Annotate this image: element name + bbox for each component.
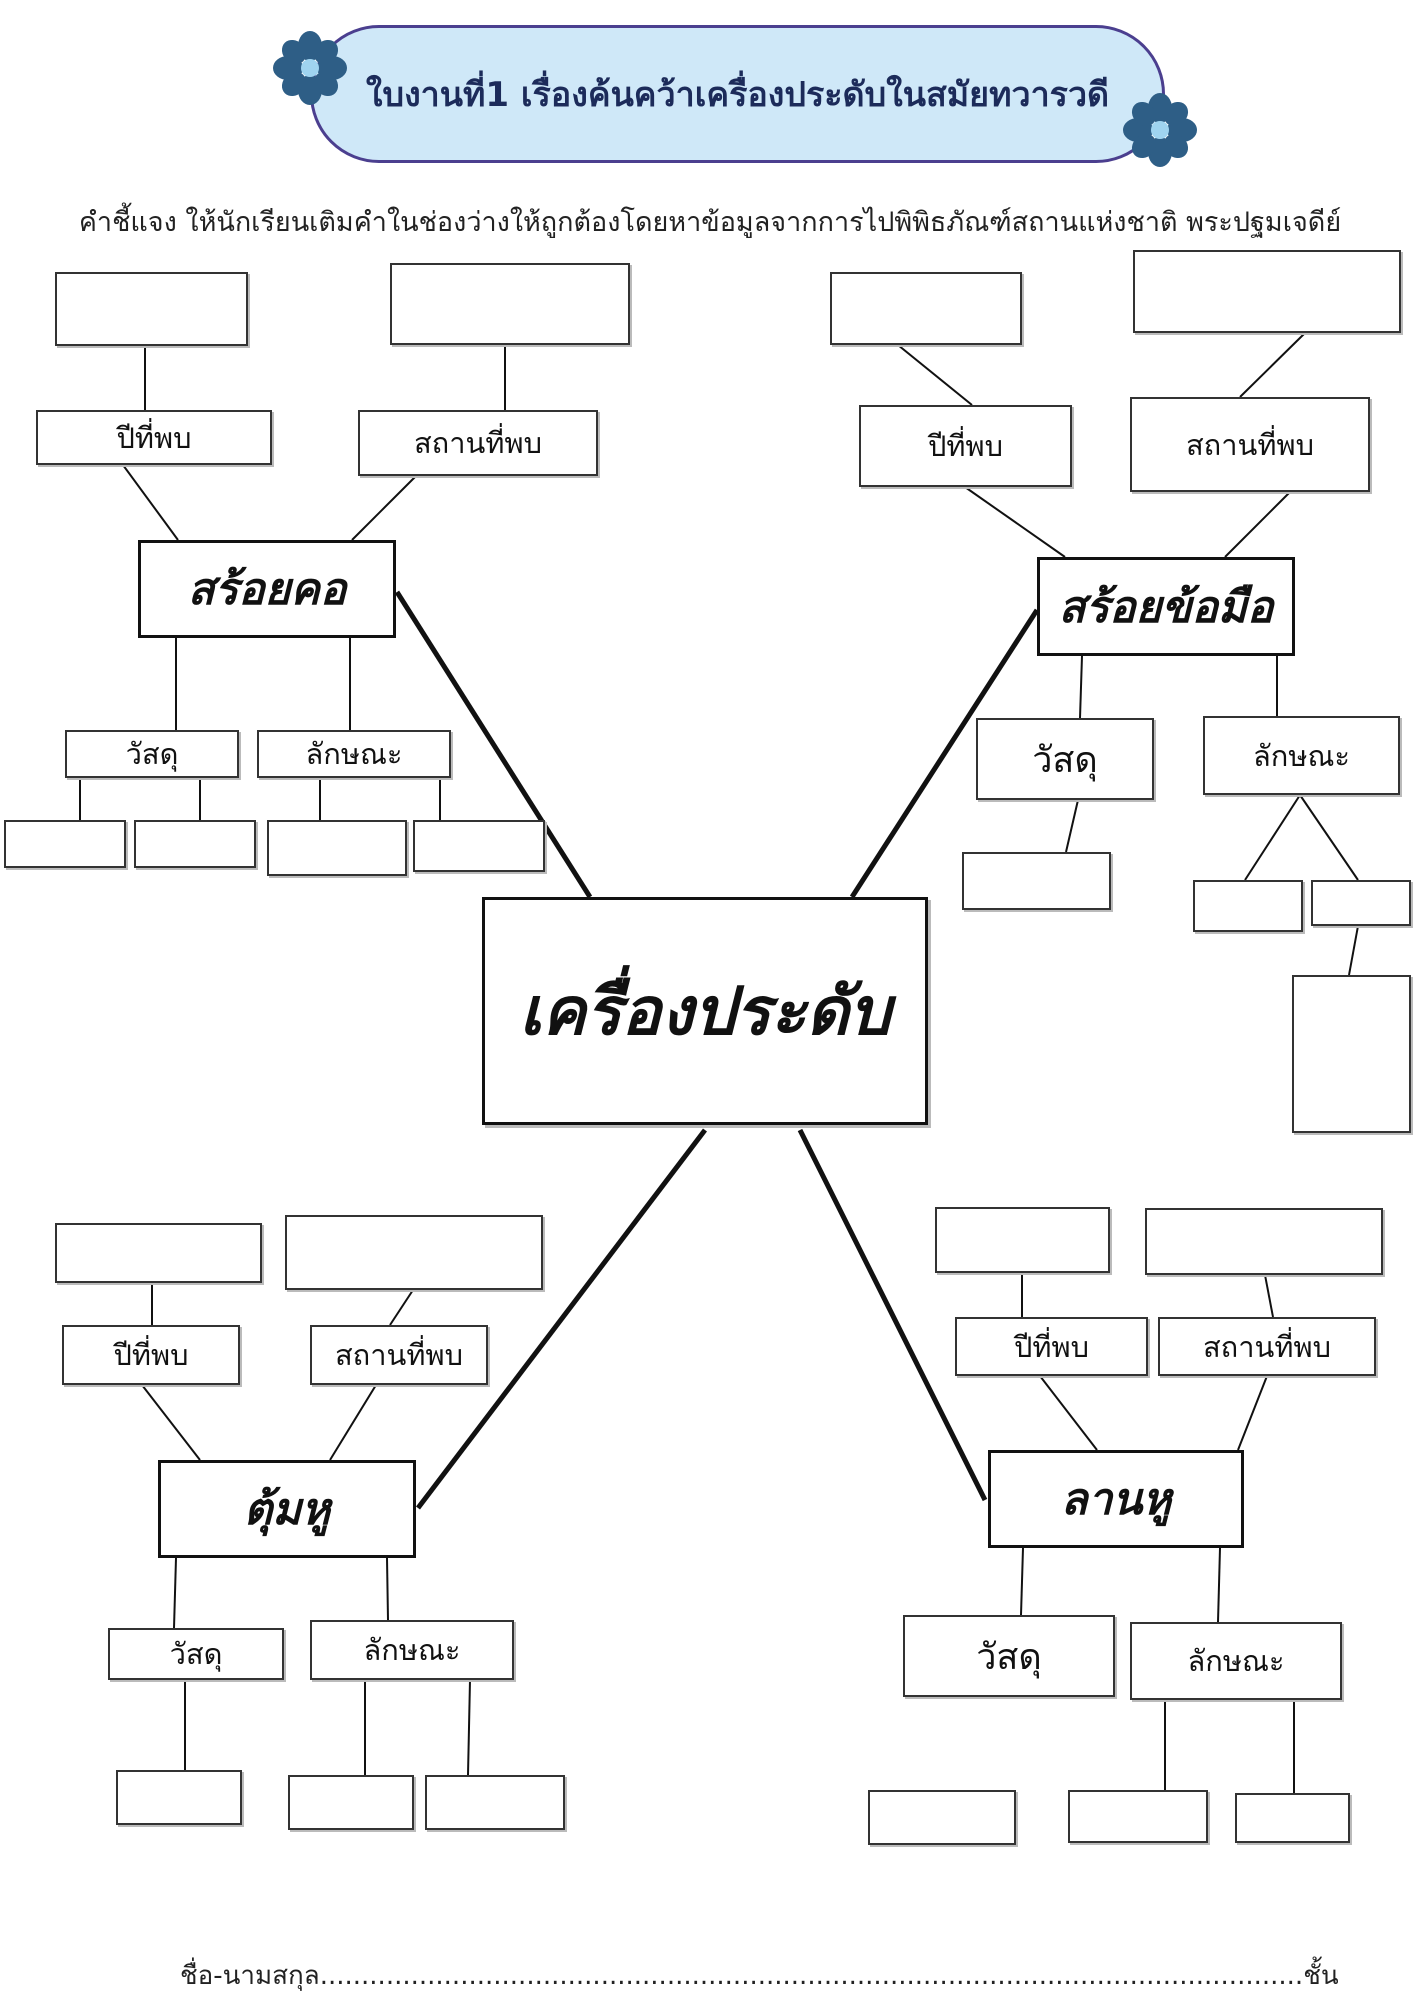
- label-material: วัสดุ: [108, 1628, 284, 1680]
- answer-box-place-necklace[interactable]: [390, 263, 630, 345]
- label-year-found: ปีที่พบ: [859, 405, 1072, 487]
- label-material: วัสดุ: [903, 1615, 1115, 1697]
- category-bracelet: สร้อยข้อมือ: [1037, 557, 1295, 656]
- connector-center-earring: [416, 1128, 707, 1510]
- label-characteristics: ลักษณะ: [1203, 716, 1400, 795]
- answer-box-characteristics-earplug-1[interactable]: [1068, 1790, 1208, 1843]
- answer-box-material-earplug[interactable]: [868, 1790, 1016, 1845]
- label-material: วัสดุ: [976, 718, 1154, 800]
- answer-box-year-necklace[interactable]: [55, 272, 248, 346]
- answer-box-characteristics-necklace-2[interactable]: [413, 820, 545, 872]
- answer-box-year-earring[interactable]: [55, 1223, 262, 1283]
- answer-box-characteristics-bracelet-1[interactable]: [1193, 880, 1303, 932]
- answer-box-material-bracelet[interactable]: [962, 852, 1111, 910]
- label-place-found: สถานที่พบ: [358, 410, 598, 476]
- answer-box-place-bracelet[interactable]: [1133, 250, 1401, 333]
- label-characteristics: ลักษณะ: [1130, 1622, 1342, 1700]
- label-material: วัสดุ: [65, 730, 239, 778]
- label-characteristics: ลักษณะ: [257, 730, 451, 778]
- page-title: ใบงานที่1 เรื่องค้นคว้าเครื่องประดับในสม…: [365, 75, 1110, 115]
- connector-center-necklace: [394, 590, 593, 899]
- answer-box-characteristics-bracelet-3[interactable]: [1292, 975, 1411, 1133]
- student-info-line: ชื่อ-นามสกุล............................…: [180, 1961, 1340, 1991]
- label-characteristics: ลักษณะ: [310, 1620, 514, 1680]
- label-year-found: ปีที่พบ: [36, 410, 272, 465]
- category-earplug: ลานหู: [988, 1450, 1244, 1548]
- flower-icon: [1123, 93, 1197, 167]
- category-earring: ตุ้มหู: [158, 1460, 416, 1558]
- answer-box-characteristics-earplug-2[interactable]: [1235, 1793, 1350, 1843]
- label-year-found: ปีที่พบ: [955, 1317, 1148, 1376]
- connector-center-bracelet: [849, 608, 1040, 899]
- answer-box-place-earplug[interactable]: [1145, 1208, 1383, 1275]
- answer-box-year-earplug[interactable]: [935, 1207, 1110, 1273]
- connector-center-earplug: [797, 1128, 988, 1502]
- instruction-text: คำชี้แจง ให้นักเรียนเติมคำในช่องว่างให้ถ…: [78, 207, 1342, 238]
- answer-box-characteristics-bracelet-2[interactable]: [1311, 880, 1411, 926]
- label-place-found: สถานที่พบ: [1158, 1317, 1376, 1376]
- label-year-found: ปีที่พบ: [62, 1325, 240, 1385]
- answer-box-place-earring[interactable]: [285, 1215, 543, 1290]
- answer-box-material-earring[interactable]: [116, 1770, 242, 1825]
- answer-box-year-bracelet[interactable]: [830, 272, 1022, 345]
- center-node: เครื่องประดับ: [482, 897, 928, 1125]
- title-banner: ใบงานที่1 เรื่องค้นคว้าเครื่องประดับในสม…: [310, 25, 1165, 163]
- label-place-found: สถานที่พบ: [1130, 397, 1370, 492]
- flower-icon: [273, 31, 347, 105]
- answer-box-characteristics-earring-1[interactable]: [288, 1775, 414, 1830]
- answer-box-characteristics-necklace-1[interactable]: [267, 820, 407, 876]
- answer-box-material-necklace-1[interactable]: [4, 820, 126, 868]
- answer-box-material-necklace-2[interactable]: [134, 820, 256, 868]
- category-necklace: สร้อยคอ: [138, 540, 396, 638]
- label-place-found: สถานที่พบ: [310, 1325, 488, 1385]
- answer-box-characteristics-earring-2[interactable]: [425, 1775, 565, 1830]
